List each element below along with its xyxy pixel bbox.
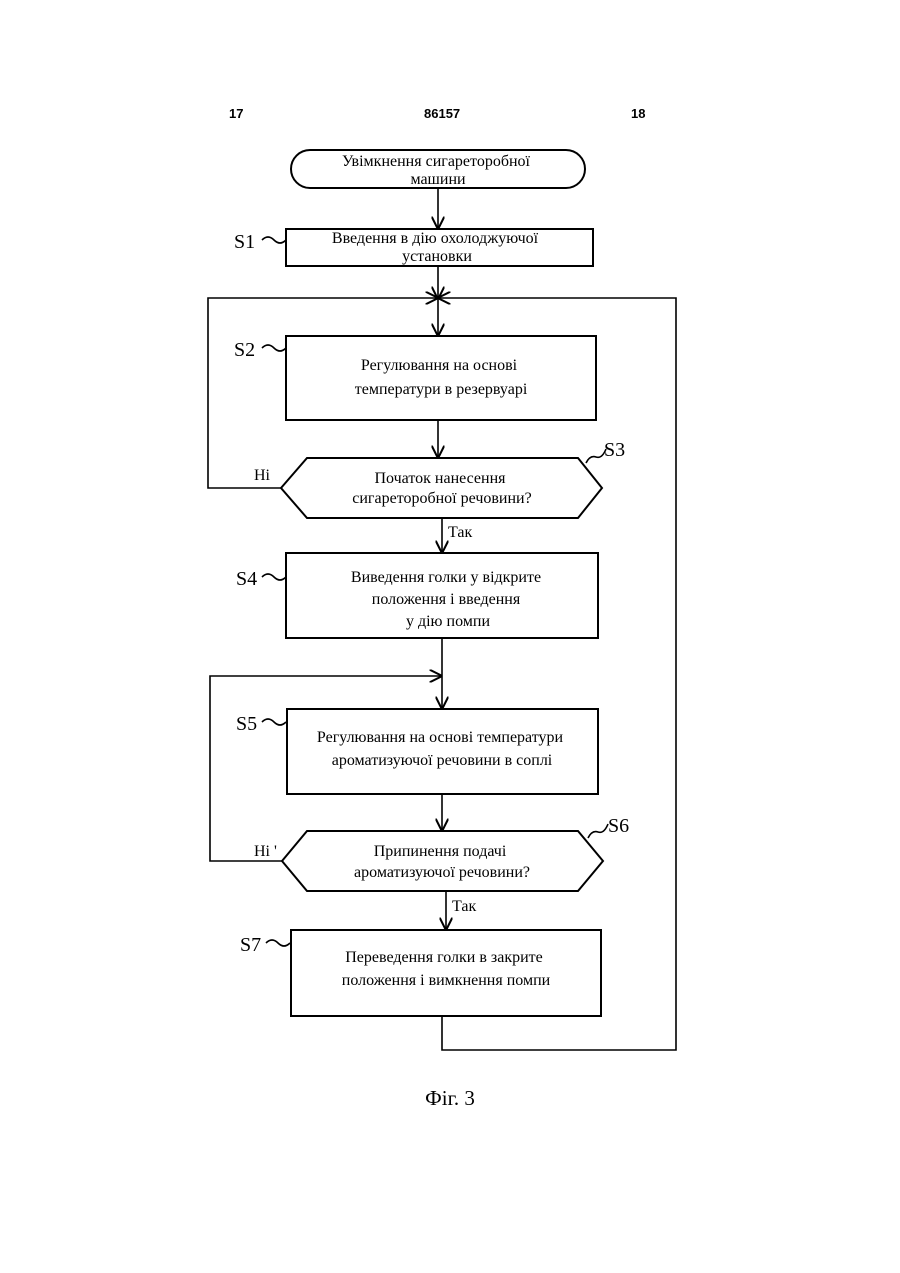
s2-leader [262,345,286,351]
s5-leader [262,719,286,725]
s1-leader [262,237,286,243]
s6-no-label: Ні ' [254,843,277,860]
s3-yes-label: Так [448,524,472,541]
s3-label: S3 [604,439,625,461]
s6-leader [588,824,608,838]
s5-text: Регулювання на основі температури аромат… [317,729,567,769]
s5-label: S5 [236,713,257,735]
figure-caption: Фіг. 3 [0,1086,900,1111]
s7-label: S7 [240,934,261,956]
start-text: Увімкнення сигареторобної машини [342,153,534,188]
s7-leader [266,940,290,946]
s4-leader [262,574,286,580]
s1-label: S1 [234,231,255,253]
s3-no-label: Ні [254,467,271,484]
s2-label: S2 [234,339,255,361]
s6-yes-label: Так [452,898,476,915]
s6-decision [282,831,603,891]
s4-text: Виведення голки у відкрите положення і в… [351,569,545,630]
s6-text: Припинення подачі ароматизуючої речовини… [354,843,530,881]
s4-label: S4 [236,568,257,590]
s3-decision [281,458,602,518]
s7-return-loop [439,298,676,1050]
s6-label: S6 [608,815,629,837]
s2-text: Регулювання на основі температури в резе… [355,357,528,398]
s1-text: Введення в дію охолоджуючої установки [332,230,542,265]
s2-box [286,336,596,420]
s3-leader [586,449,606,463]
s7-text: Переведення голки в закрите положення і … [342,949,551,989]
s3-text: Початок нанесення сигареторобної речовин… [352,470,531,507]
